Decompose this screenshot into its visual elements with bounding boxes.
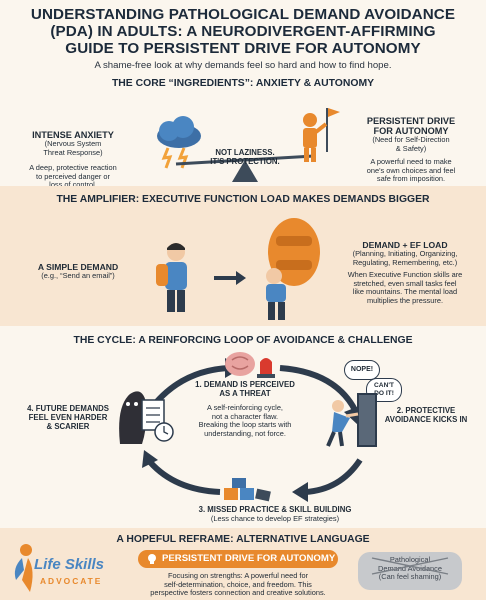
anxiety-sub-2: Threat Response) bbox=[43, 147, 103, 157]
reframe-desc: Focusing on strengths: A powerful need f… bbox=[118, 571, 358, 598]
center-message: NOT LAZINESS. IT'S PROTECTION. bbox=[200, 148, 290, 166]
autonomy-block: PERSISTENT DRIVE FOR AUTONOMY (Need for … bbox=[346, 116, 476, 184]
autonomy-sub-1: (Need for Self-Direction bbox=[372, 135, 450, 144]
old-term-line-3: (Can feel shaming) bbox=[378, 572, 442, 582]
simple-demand-title: A SIMPLE DEMAND bbox=[37, 262, 119, 272]
ef-load-sub-1: (Planning, Initiating, Organizing, bbox=[352, 249, 458, 258]
bubble2-line-1: CAN'T bbox=[374, 382, 394, 389]
step-4-line-3: & SCARIER bbox=[46, 422, 90, 431]
bubble2-line-2: DO IT! bbox=[374, 390, 394, 397]
core-heading: THE CORE “INGREDIENTS”: ANXIETY & AUTONO… bbox=[111, 78, 375, 89]
anxiety-desc-1: A deep, protective reaction bbox=[29, 163, 117, 173]
building-blocks-icon bbox=[224, 478, 271, 502]
anxiety-sub-1: (Nervous System bbox=[44, 139, 102, 148]
strikethrough-x bbox=[371, 557, 449, 575]
reframe-heading: A HOPEFUL REFRAME: ALTERNATIVE LANGUAGE bbox=[116, 534, 370, 545]
old-term-line-2: Demand Avoidance bbox=[378, 563, 442, 573]
step-3-label: 3. MISSED PRACTICE & SKILL BUILDING bbox=[198, 505, 352, 514]
logo-figure-icon bbox=[14, 544, 33, 592]
simple-demand-sub: (e.g., “Send an email”) bbox=[41, 271, 115, 280]
storm-cloud-icon bbox=[157, 116, 201, 169]
reframe-pill-text: PERSISTENT DRIVE FOR AUTONOMY bbox=[162, 553, 336, 564]
anxiety-desc-3: loss of control. bbox=[49, 180, 97, 190]
autonomy-desc-2: one's own choices and feel bbox=[366, 165, 456, 175]
old-term-box: Pathological Demand Avoidance (Can feel … bbox=[358, 552, 462, 590]
step-2-label: 2. PROTECTIVE AVOIDANCE KICKS IN bbox=[376, 406, 476, 424]
ef-load-desc-2: stretched, even small tasks feel bbox=[353, 278, 457, 288]
autonomy-desc-1: A powerful need to make bbox=[370, 157, 452, 167]
page-subtitle: A shame-free look at why demands feel so… bbox=[94, 60, 392, 71]
step-2-line-1: 2. PROTECTIVE bbox=[396, 406, 456, 415]
step-1-line-1: 1. DEMAND IS PERCEIVED bbox=[195, 380, 295, 389]
step-1-line-2: AS A THREAT bbox=[219, 389, 271, 398]
center-line-1: NOT LAZINESS. bbox=[215, 148, 275, 157]
shadow-checklist-icon bbox=[119, 391, 174, 444]
anxiety-title: INTENSE ANXIETY bbox=[32, 130, 114, 140]
lightbulb-icon bbox=[148, 554, 156, 564]
ef-load-desc-4: multiplies the pressure. bbox=[367, 295, 443, 305]
step-4-line-1: 4. FUTURE DEMANDS bbox=[27, 404, 109, 413]
title-line-1: UNDERSTANDING PATHOLOGICAL DEMAND AVOIDA… bbox=[30, 6, 456, 23]
center-text-1: A self-reinforcing cycle, bbox=[207, 403, 283, 412]
ef-load-title: DEMAND + EF LOAD bbox=[362, 240, 448, 250]
old-term-line-1: Pathological bbox=[389, 555, 431, 564]
ef-load-desc-3: like mountains. The mental load bbox=[352, 287, 458, 297]
step-4-label: 4. FUTURE DEMANDS FEEL EVEN HARDER & SCA… bbox=[20, 404, 116, 431]
anxiety-desc-2: to perceived danger or bbox=[36, 171, 110, 181]
center-line-2: IT'S PROTECTION. bbox=[210, 157, 280, 166]
anxiety-block: INTENSE ANXIETY (Nervous System Threat R… bbox=[18, 130, 128, 190]
nope-bubble: NOPE! bbox=[344, 360, 380, 380]
title-line-3: GUIDE TO PERSISTENT DRIVE FOR AUTONOMY bbox=[65, 40, 421, 57]
step-3-sub: (Less chance to develop EF strategies) bbox=[210, 514, 340, 523]
reframe-desc-2: self-determination, choice, and freedom.… bbox=[164, 579, 312, 589]
ef-load-desc-1: When Executive Function skills are bbox=[347, 270, 463, 280]
brain-alarm-icon bbox=[225, 352, 275, 378]
step-2-line-2: AVOIDANCE KICKS IN bbox=[384, 415, 468, 424]
person-heavy-backpack-icon bbox=[266, 218, 320, 320]
person-pushing-door-icon bbox=[326, 393, 377, 447]
autonomy-sub-2: & Safety) bbox=[395, 143, 427, 153]
right-arrow-icon bbox=[214, 271, 246, 285]
amplifier-heading: THE AMPLIFIER: EXECUTIVE FUNCTION LOAD M… bbox=[56, 194, 430, 205]
title-line-2: (PDA) IN ADULTS: A NEURODIVERGENT-AFFIRM… bbox=[50, 23, 436, 40]
step-1-label: 1. DEMAND IS PERCEIVED AS A THREAT bbox=[180, 380, 310, 398]
step-4-line-2: FEEL EVEN HARDER bbox=[28, 413, 108, 422]
center-text-4: understanding, not force. bbox=[204, 428, 286, 438]
balance-scale-icon bbox=[175, 154, 315, 182]
flag-person-icon bbox=[303, 108, 340, 162]
reframe-pill: PERSISTENT DRIVE FOR AUTONOMY bbox=[138, 550, 338, 568]
center-text-2: not a character flaw. bbox=[211, 411, 279, 421]
logo-advocate: ADVOCATE bbox=[40, 576, 103, 586]
reframe-desc-1: Focusing on strengths: A powerful need f… bbox=[167, 571, 309, 580]
logo-life-skills: Life Skills bbox=[34, 556, 105, 573]
reframe-desc-3: perspective fosters connection and creat… bbox=[150, 588, 326, 598]
cycle-heading: THE CYCLE: A REINFORCING LOOP OF AVOIDAN… bbox=[73, 335, 413, 346]
center-text-3: Breaking the loop starts with bbox=[198, 420, 292, 430]
autonomy-desc-3: safe from imposition. bbox=[376, 174, 446, 184]
ef-load-block: DEMAND + EF LOAD (Planning, Initiating, … bbox=[330, 240, 480, 306]
simple-demand-block: A SIMPLE DEMAND (e.g., “Send an email”) bbox=[18, 262, 138, 281]
person-small-backpack-icon bbox=[156, 243, 187, 312]
amplifier-band bbox=[0, 186, 486, 326]
autonomy-title-2: FOR AUTONOMY bbox=[373, 126, 449, 136]
autonomy-title-1: PERSISTENT DRIVE bbox=[366, 116, 456, 126]
cycle-center-text: A self-reinforcing cycle, not a characte… bbox=[178, 403, 312, 438]
ef-load-sub-2: Regulating, Remembering, etc.) bbox=[352, 257, 458, 267]
page-title: UNDERSTANDING PATHOLOGICAL DEMAND AVOIDA… bbox=[8, 6, 478, 57]
